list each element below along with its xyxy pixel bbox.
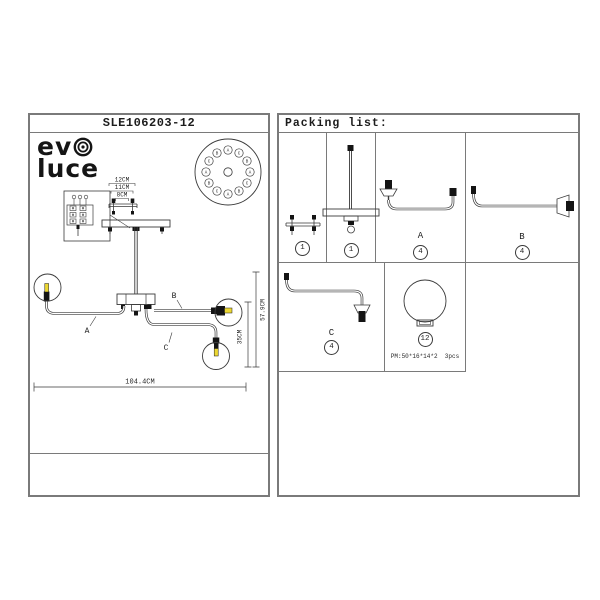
qty-badge: 4 [324, 340, 339, 355]
packing-item-rod: 1 [322, 133, 380, 263]
globe-part-icon [403, 279, 447, 327]
packing-list-header: Packing list: [279, 115, 578, 133]
product-drawing-panel: SLE106203-12 ev luce [28, 113, 270, 497]
logo-text-luce: luce [37, 154, 100, 183]
arm-c-part-label: C [328, 328, 335, 338]
packing-item-arm-c: C 4 [279, 263, 385, 372]
svg-text:A: A [205, 172, 208, 176]
bulb-a [44, 283, 49, 293]
rod-part-icon [322, 145, 380, 234]
arm-b-label: B [172, 292, 177, 301]
arm-c-label: C [164, 344, 169, 353]
svg-text:A: A [227, 194, 230, 198]
svg-text:C: C [216, 191, 219, 195]
globe-a [33, 273, 62, 302]
globe-b [214, 298, 243, 327]
dim-12cm: 12CM [115, 177, 130, 184]
height-inner-dim: 35CM [237, 329, 244, 344]
top-view-diagram: A C B A C B A C B A C B [194, 138, 262, 206]
bulb-b [224, 307, 233, 314]
arm-c-part-icon [283, 273, 371, 322]
detail-leader-line [109, 214, 131, 229]
logo-text-ev: ev [37, 132, 73, 161]
arm-a-drawing [33, 273, 126, 315]
svg-text:C: C [246, 183, 249, 187]
height-total-dim: 57.9CM [260, 299, 267, 321]
arm-a-part-icon [378, 180, 456, 211]
arm-b-part-icon [471, 186, 574, 218]
canopy-dimension-detail: 12CM 11CM 8CM [108, 177, 138, 215]
panel-divider-line [30, 453, 268, 454]
qty-badge: 4 [514, 245, 530, 260]
svg-text:C: C [238, 153, 241, 157]
bracket-part-icon [285, 215, 320, 235]
globe-c [202, 342, 230, 370]
qty-badge: 4 [413, 245, 428, 260]
qty-badge: 1 [343, 243, 359, 258]
evoluce-logo: ev luce [37, 132, 100, 183]
bulb-c [213, 348, 219, 357]
ceiling-canopy [101, 219, 171, 234]
svg-text:B: B [238, 191, 241, 195]
dimension-annotations: 57.9CM 35CM 104.4CM [33, 271, 267, 392]
packing-list-panel: Packing list: 1 1 [277, 113, 580, 497]
width-dim: 104.4CM [125, 379, 154, 387]
globe-spec-note: PM:50*16*14*2 3pcs [390, 353, 460, 360]
arm-b-drawing [154, 298, 243, 327]
qty-badge: 12 [417, 332, 433, 347]
svg-text:A: A [249, 172, 252, 176]
packing-item-arm-a: A 4 [376, 133, 466, 263]
arm-c-drawing [144, 305, 230, 370]
dim-11cm: 11CM [115, 184, 130, 191]
terminal-block-detail [63, 190, 131, 242]
arm-b-part-label: B [519, 232, 525, 242]
packing-item-globe: 12 PM:50*16*14*2 3pcs [385, 263, 466, 372]
arm-a-part-label: A [417, 231, 424, 241]
model-number-title: SLE106203-12 [30, 115, 268, 133]
svg-text:C: C [208, 161, 211, 165]
logo-ring-icon [73, 137, 93, 157]
arm-a-label: A [85, 327, 90, 336]
svg-text:B: B [246, 161, 249, 165]
packing-item-arm-b: B 4 [466, 133, 578, 263]
fixture-elevation: A B C [33, 219, 243, 370]
svg-text:B: B [208, 183, 211, 187]
hanging-rod [134, 227, 138, 294]
qty-badge: 1 [295, 241, 310, 256]
svg-text:B: B [216, 153, 219, 157]
fixture-drawing: A C B A C B A C B A C B 12CM 11CM 8CM [33, 138, 267, 392]
packing-item-bracket: 1 [279, 133, 327, 263]
packing-list-grid: 1 1 A 4 [279, 133, 578, 495]
svg-text:A: A [227, 150, 230, 154]
dim-8cm: 8CM [117, 192, 128, 199]
